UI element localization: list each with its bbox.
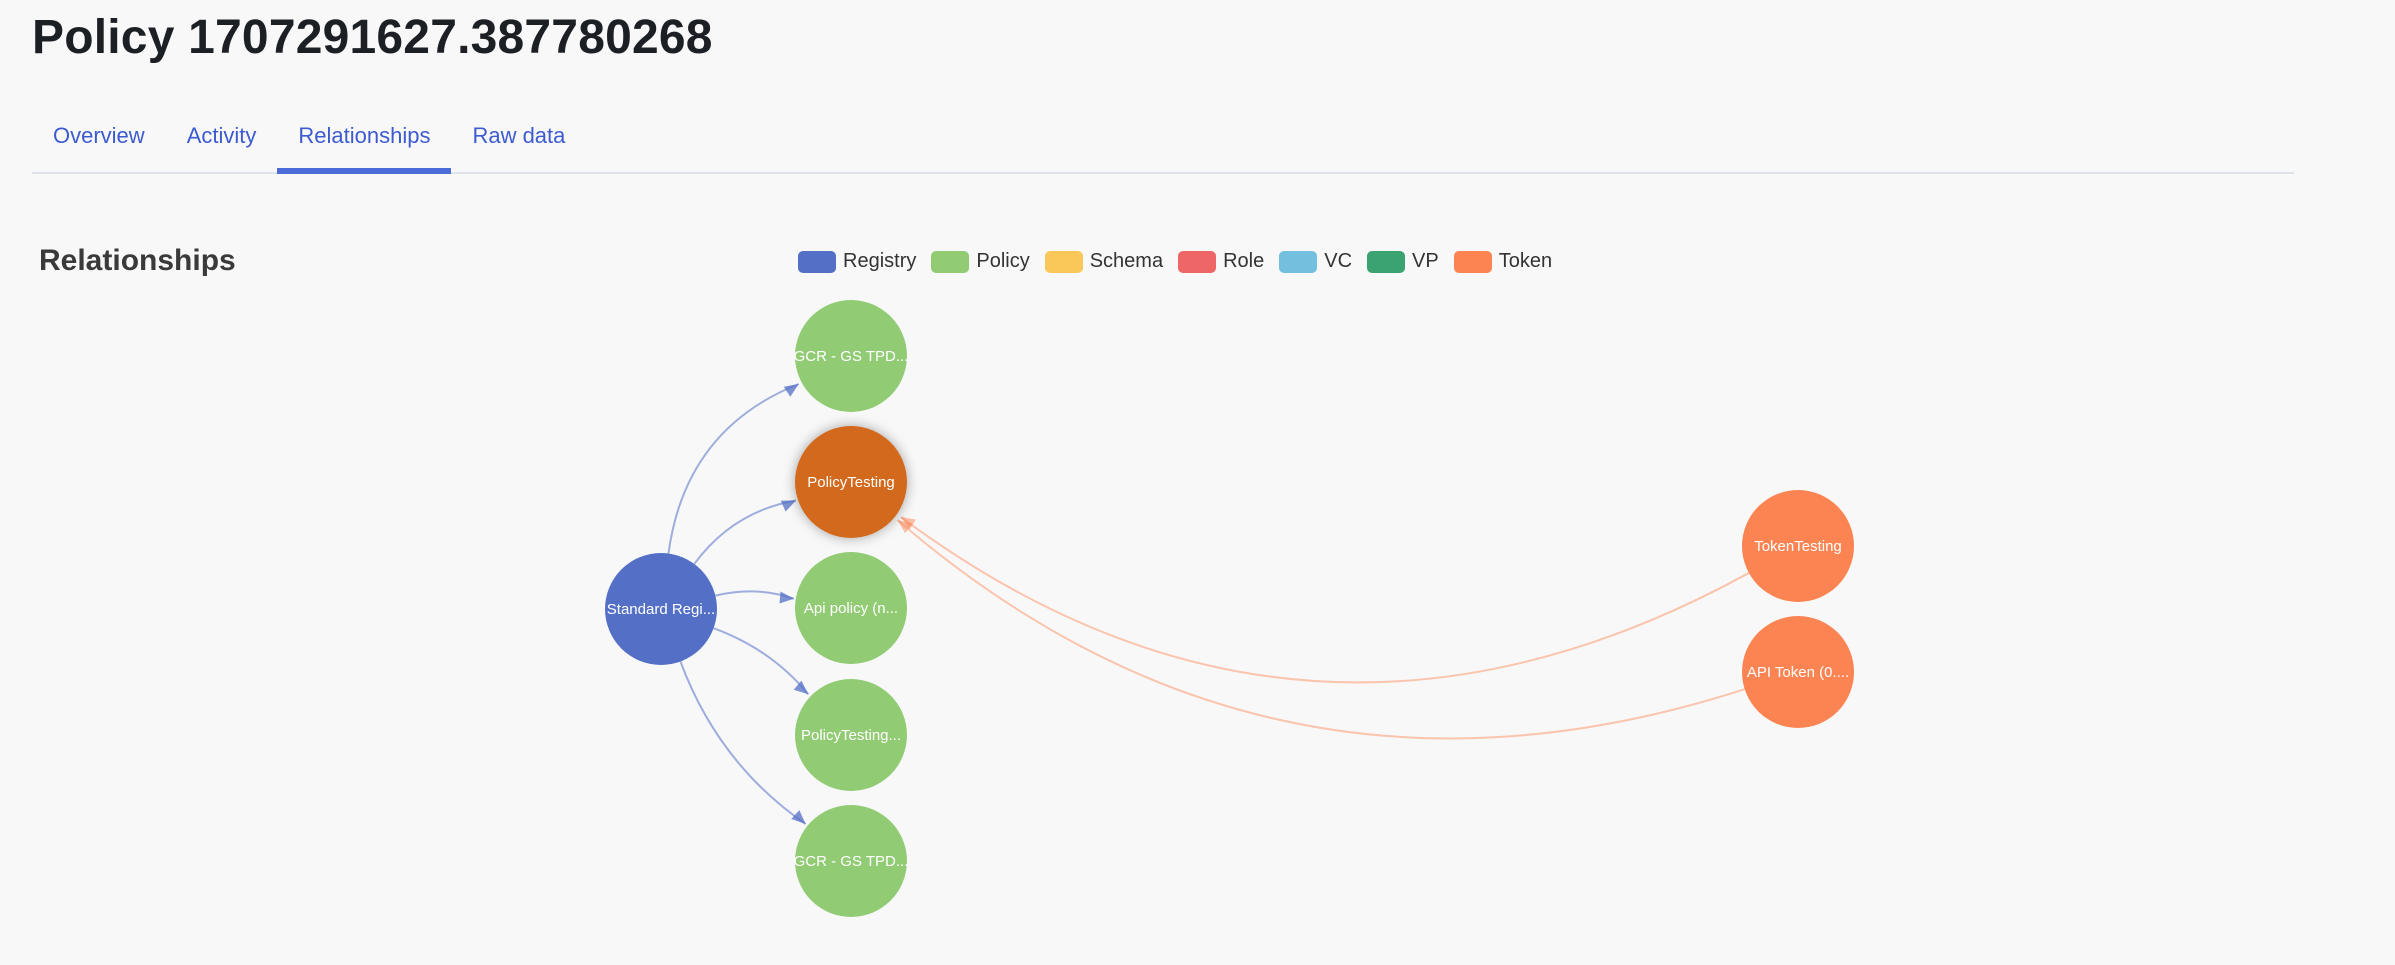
legend-swatch-vc (1279, 250, 1318, 273)
graph-node-label: PolicyTesting... (801, 727, 901, 744)
tab-raw-data[interactable]: Raw data (472, 123, 566, 148)
legend-item-policy[interactable]: Policy (931, 250, 1030, 273)
legend-item-vp[interactable]: VP (1367, 250, 1439, 273)
tab-overview[interactable]: Overview (53, 123, 145, 148)
graph-node-label: TokenTesting (1754, 538, 1842, 555)
tab-bar: Overview Activity Relationships Raw data (32, 108, 2294, 174)
legend-swatch-registry (798, 250, 836, 273)
graph-link-arrow (783, 383, 799, 397)
legend-item-registry[interactable]: Registry (798, 250, 916, 273)
tab-activity[interactable]: Activity (186, 123, 257, 148)
graph-node-registry[interactable]: Standard Regi... (605, 553, 717, 665)
graph-node-circle (795, 805, 907, 917)
graph-node-label: Standard Regi... (607, 601, 715, 618)
legend-label-token: Token (1498, 250, 1553, 272)
legend-item-schema[interactable]: Schema (1044, 250, 1164, 273)
legend-label-role: Role (1223, 250, 1265, 272)
page-title: Policy 1707291627.387780268 (32, 11, 713, 64)
graph-node-circle (795, 426, 907, 538)
legend-swatch-role (1178, 250, 1217, 273)
graph-legend: Registry Policy Schema Role VC VP Token (798, 250, 1567, 273)
graph-node-policytesting[interactable]: PolicyTesting (795, 426, 907, 538)
legend-swatch-token (1453, 250, 1492, 273)
graph-node-label: Api policy (n... (804, 600, 898, 617)
graph-node-tokentesting[interactable]: TokenTesting (1742, 490, 1854, 602)
graph-link (693, 499, 797, 565)
graph-node-circle (605, 553, 717, 665)
graph-link-arrow (791, 810, 806, 825)
graph-link (679, 661, 807, 825)
graph-node-circle (795, 300, 907, 412)
graph-node-label: GCR - GS TPD... (794, 348, 909, 365)
graph-node-apitoken[interactable]: API Token (0.... (1742, 616, 1854, 728)
graph-node-label: API Token (0.... (1747, 664, 1849, 681)
graph-link-arrow (897, 520, 913, 534)
graph-link (713, 627, 810, 695)
graph-node-circle (1742, 616, 1854, 728)
legend-swatch-schema (1044, 250, 1083, 273)
graph-node-gcr1[interactable]: GCR - GS TPD... (794, 300, 909, 412)
graph-link-arrow (780, 500, 796, 512)
graph-node-gcr2[interactable]: GCR - GS TPD... (794, 805, 909, 917)
graph-node-circle (795, 679, 907, 791)
legend-label-policy: Policy (976, 250, 1030, 272)
legend-item-token[interactable]: Token (1453, 250, 1553, 273)
graph-node-label: GCR - GS TPD... (794, 853, 909, 870)
graph-link-arrow (793, 680, 809, 695)
legend-item-role[interactable]: Role (1178, 250, 1264, 273)
graph-link-arrow (779, 591, 794, 604)
graph-link (896, 519, 1746, 740)
graph-node-apipolicy[interactable]: Api policy (n... (795, 552, 907, 664)
graph-node-label: PolicyTesting (807, 474, 895, 491)
graph-node-circle (1742, 490, 1854, 602)
legend-label-registry: Registry (843, 250, 917, 272)
tab-relationships[interactable]: Relationships (277, 108, 452, 174)
graph-link (900, 516, 1750, 684)
graph-node-policytesting2[interactable]: PolicyTesting... (795, 679, 907, 791)
legend-label-vc: VC (1324, 250, 1353, 272)
legend-label-vp: VP (1412, 250, 1439, 272)
legend-label-schema: Schema (1089, 250, 1164, 272)
graph-node-circle (795, 552, 907, 664)
legend-swatch-vp (1367, 250, 1406, 273)
graph-link (667, 383, 800, 554)
relationships-title: Relationships (39, 244, 236, 277)
legend-swatch-policy (931, 250, 970, 273)
legend-item-vc[interactable]: VC (1279, 250, 1352, 273)
